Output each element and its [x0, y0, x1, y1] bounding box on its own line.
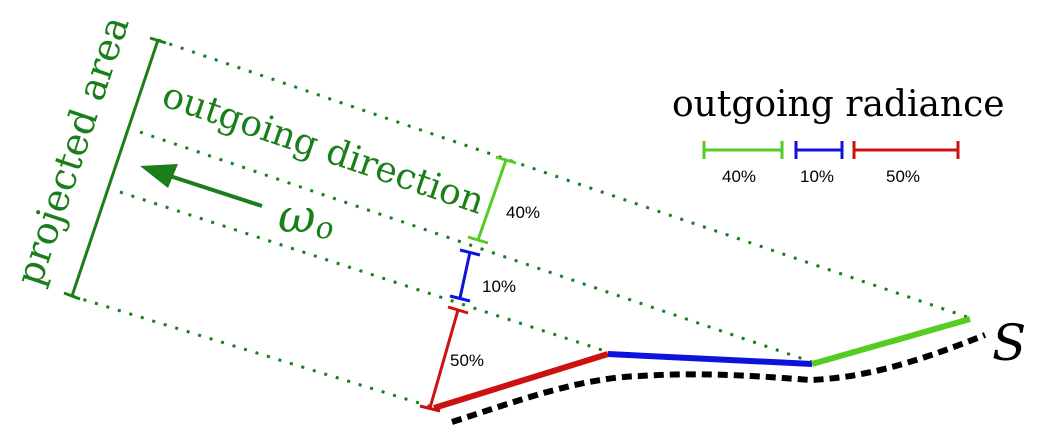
- surface-segments: [433, 316, 971, 411]
- projected-area-bar: [63, 36, 167, 301]
- legend-label-green: 40%: [722, 167, 756, 186]
- legend-label-red: 50%: [886, 167, 920, 186]
- projected-bar-red: [419, 305, 469, 413]
- legend-item-red: [852, 141, 960, 159]
- projection-line-green-blue: [139, 130, 813, 364]
- legend: outgoing radiance 40% 10% 50%: [672, 84, 1005, 186]
- projection-line-green-end: [157, 38, 971, 320]
- percent-label-blue: 10%: [482, 277, 516, 296]
- projected-bars: [419, 155, 517, 413]
- projection-line-blue-red: [119, 190, 609, 354]
- surface-label: S: [992, 314, 1026, 372]
- legend-title: outgoing radiance: [672, 84, 1005, 125]
- surface-segment-red: [433, 351, 609, 411]
- surface-curve: [451, 332, 987, 425]
- projection-line-red-start: [71, 294, 433, 409]
- projected-bar-green: [467, 155, 517, 245]
- outgoing-direction-arrow-icon: [140, 164, 263, 208]
- legend-item-blue: [794, 141, 844, 159]
- percent-label-red: 50%: [450, 351, 484, 370]
- projected-bar-blue: [449, 248, 481, 303]
- legend-item-green: [702, 141, 784, 159]
- projection-lines: [71, 38, 971, 409]
- surface-segment-green: [811, 316, 971, 367]
- outgoing-direction-label: outgoing direction: [157, 75, 489, 223]
- surface-segment-blue: [607, 351, 813, 367]
- omega-o-label: ωo: [278, 189, 334, 246]
- percent-label-green: 40%: [506, 203, 540, 222]
- legend-label-blue: 10%: [800, 167, 834, 186]
- projected-area-label: projected area: [7, 10, 138, 290]
